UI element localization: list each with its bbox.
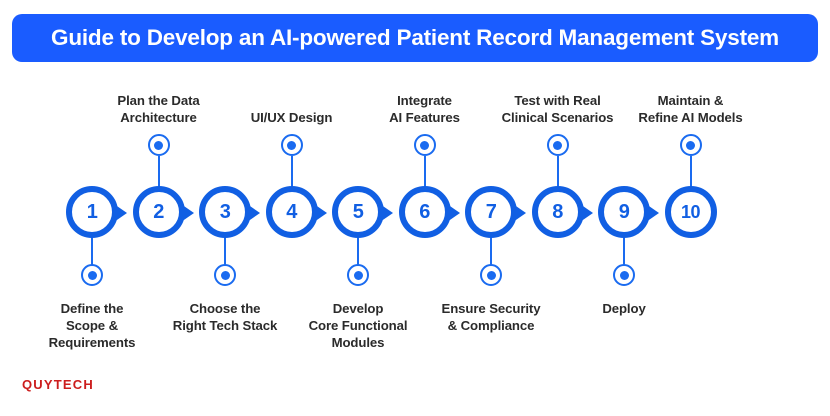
step-number-label: 8: [552, 201, 563, 223]
step-marker-dot-icon: [81, 264, 103, 286]
connector-line: [91, 236, 93, 268]
step-circle-10[interactable]: 10: [664, 186, 717, 238]
connector-line: [623, 236, 625, 268]
step-marker-dot-icon: [280, 134, 303, 156]
step-label-4: UI/UX Design: [250, 110, 333, 125]
step-arrow-icon: [579, 204, 593, 222]
page-title-banner: Guide to Develop an AI-powered Patient R…: [12, 14, 818, 62]
step-number-label: 6: [419, 201, 430, 223]
step-number-label: 7: [485, 201, 497, 223]
step-marker-dot-icon: [347, 264, 369, 286]
step-arrow-icon: [247, 204, 260, 222]
connector-line: [357, 236, 359, 268]
step-arrow-icon: [114, 204, 127, 222]
step-marker-dot-icon: [147, 134, 170, 156]
step-circle-3[interactable]: 3: [199, 186, 251, 238]
connector-line: [423, 156, 426, 188]
connector-line: [224, 236, 226, 268]
connector-line: [689, 156, 692, 188]
step-number-label: 3: [219, 201, 231, 223]
step-marker-dot-icon: [413, 134, 436, 156]
step-marker-dot-icon: [679, 134, 702, 156]
step-marker-dot-icon: [546, 134, 569, 156]
step-arrow-icon: [446, 204, 460, 222]
quytech-logo: QUYTECH: [22, 377, 94, 392]
page-title: Guide to Develop an AI-powered Patient R…: [51, 24, 779, 50]
step-number-label: 1: [86, 201, 98, 223]
step-label-7: Ensure Security& Compliance: [441, 301, 541, 333]
connector-line: [157, 156, 160, 188]
step-arrow-icon: [313, 204, 327, 222]
step-marker-dot-icon: [613, 264, 635, 286]
step-number-label: 9: [618, 201, 630, 223]
step-circle-4[interactable]: 4: [265, 186, 318, 238]
step-arrow-icon: [646, 204, 659, 222]
step-circle-1[interactable]: 1: [66, 186, 118, 238]
step-circle-2[interactable]: 2: [132, 186, 185, 238]
step-number-label: 10: [680, 202, 701, 222]
connector-line: [556, 156, 559, 188]
step-marker-dot-icon: [480, 264, 502, 286]
step-label-9: Deploy: [602, 301, 646, 316]
connector-line: [290, 156, 293, 188]
step-arrow-icon: [380, 204, 393, 222]
step-number-label: 2: [153, 201, 164, 223]
step-circle-6[interactable]: 6: [398, 186, 451, 238]
step-marker-dot-icon: [214, 264, 236, 286]
step-number-label: 5: [352, 201, 364, 223]
step-label-10: Maintain &Refine AI Models: [638, 93, 743, 125]
step-number-label: 4: [286, 201, 297, 223]
step-circle-5[interactable]: 5: [332, 186, 384, 238]
step-circle-8[interactable]: 8: [531, 186, 584, 238]
step-arrow-icon: [513, 204, 526, 222]
step-circle-9[interactable]: 9: [598, 186, 650, 238]
step-circle-7[interactable]: 7: [465, 186, 517, 238]
connector-line: [490, 236, 492, 268]
step-arrow-icon: [180, 204, 194, 222]
